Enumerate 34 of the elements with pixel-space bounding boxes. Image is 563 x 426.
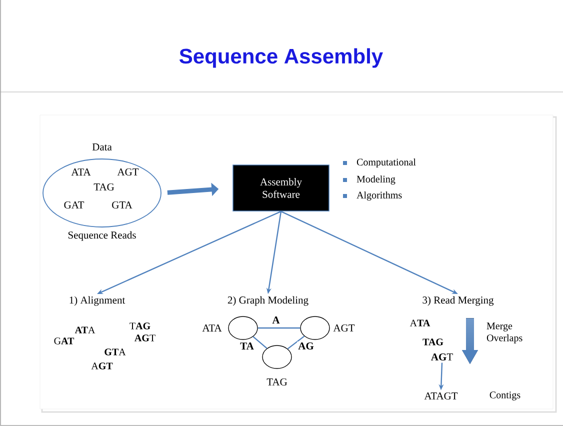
contig-label: Contigs <box>490 392 520 400</box>
process-box: Assembly Software <box>232 164 330 212</box>
sequence-read: AGT <box>134 334 156 342</box>
node-caption: TAG <box>266 378 288 386</box>
bullet-item: Algorithms <box>343 191 402 201</box>
step-heading: 1) Alignment <box>70 296 126 306</box>
node-caption: AGT <box>333 324 355 332</box>
graph-circle <box>300 316 330 340</box>
node-caption: Data <box>92 144 112 150</box>
sequence-read: TAG <box>422 338 444 346</box>
note-text: Merge Overlaps <box>486 322 522 344</box>
bullet-item: Computational <box>343 158 416 168</box>
graph-circle <box>262 345 292 369</box>
edge-label: AG <box>298 342 314 350</box>
step-heading: 2) Graph Modeling <box>228 296 308 306</box>
graph-edge <box>252 336 268 349</box>
step-heading: 3) Read Merging <box>422 296 494 306</box>
sequence-text: AGT <box>431 353 453 361</box>
sequence-read: GAT <box>54 338 74 344</box>
graph-edge <box>258 327 300 329</box>
edge-label: TA <box>240 342 254 350</box>
graph-circle <box>228 316 258 340</box>
title: Sequence Assembly <box>179 48 383 68</box>
sequence-read: ATA <box>410 320 430 326</box>
node-caption: Sequence Reads <box>68 231 136 241</box>
graph-edge <box>287 336 305 350</box>
sequence-text: ATAGT <box>424 392 458 400</box>
sequence-read: ATA <box>74 326 96 334</box>
node-caption: ATA <box>202 324 222 332</box>
sequence-read: AGT <box>91 362 113 370</box>
edge-label: A <box>272 316 280 324</box>
sequence-read: GTA <box>104 348 126 356</box>
sequence-read: TAG <box>130 322 150 330</box>
bullet-item: Modeling <box>343 175 396 185</box>
